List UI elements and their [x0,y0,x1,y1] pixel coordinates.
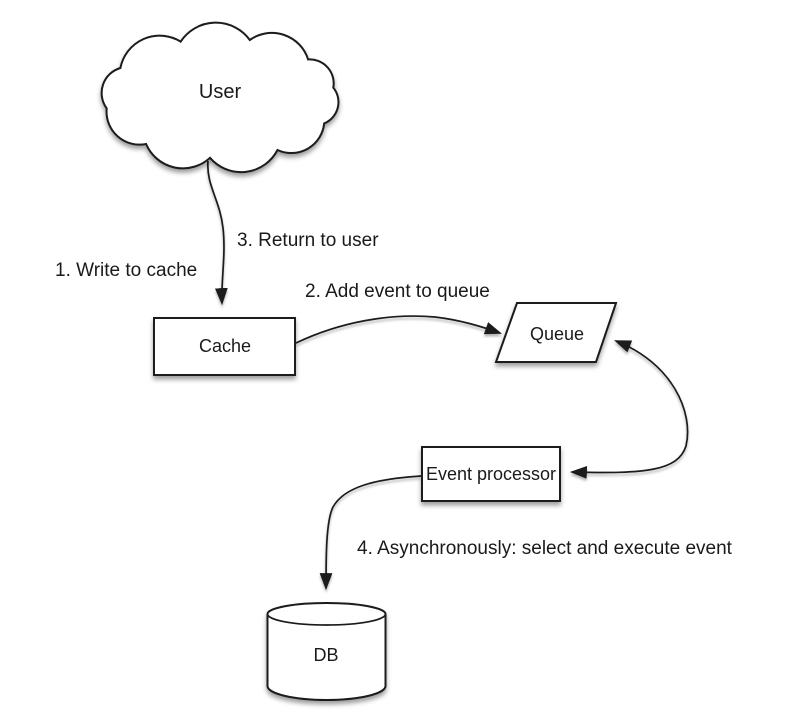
arrow-cache-to-queue [295,315,503,344]
event-processor-label: Event processor [426,464,556,484]
step2-label: 2. Add event to queue [305,281,490,302]
db-cylinder-shape [266,602,387,701]
user-cloud-shape [100,21,340,174]
cache-box-shape [153,317,296,376]
queue-parallelogram-shape [494,302,618,363]
step4-label: 4. Asynchronously: select and execute ev… [357,538,733,559]
step3-label: 3. Return to user [237,230,379,251]
diagram-edges [207,160,689,591]
cache-label: Cache [199,336,251,356]
db-cylinder-body [266,602,387,701]
user-label: User [199,81,242,103]
diagram-nodes: User Cache Queue Event processor DB [100,21,618,701]
db-label: DB [313,645,338,665]
arrow-user-to-cache [207,160,228,306]
db-cylinder-rim [266,613,387,626]
queue-label: Queue [530,324,584,344]
arrow-queue-event-processor [569,340,689,479]
step-annotations: 1. Write to cache 2. Add event to queue … [55,230,733,559]
event-processor-box-shape [421,446,561,502]
arrow-event-processor-to-db [319,475,422,591]
step1-label: 1. Write to cache [55,260,197,281]
